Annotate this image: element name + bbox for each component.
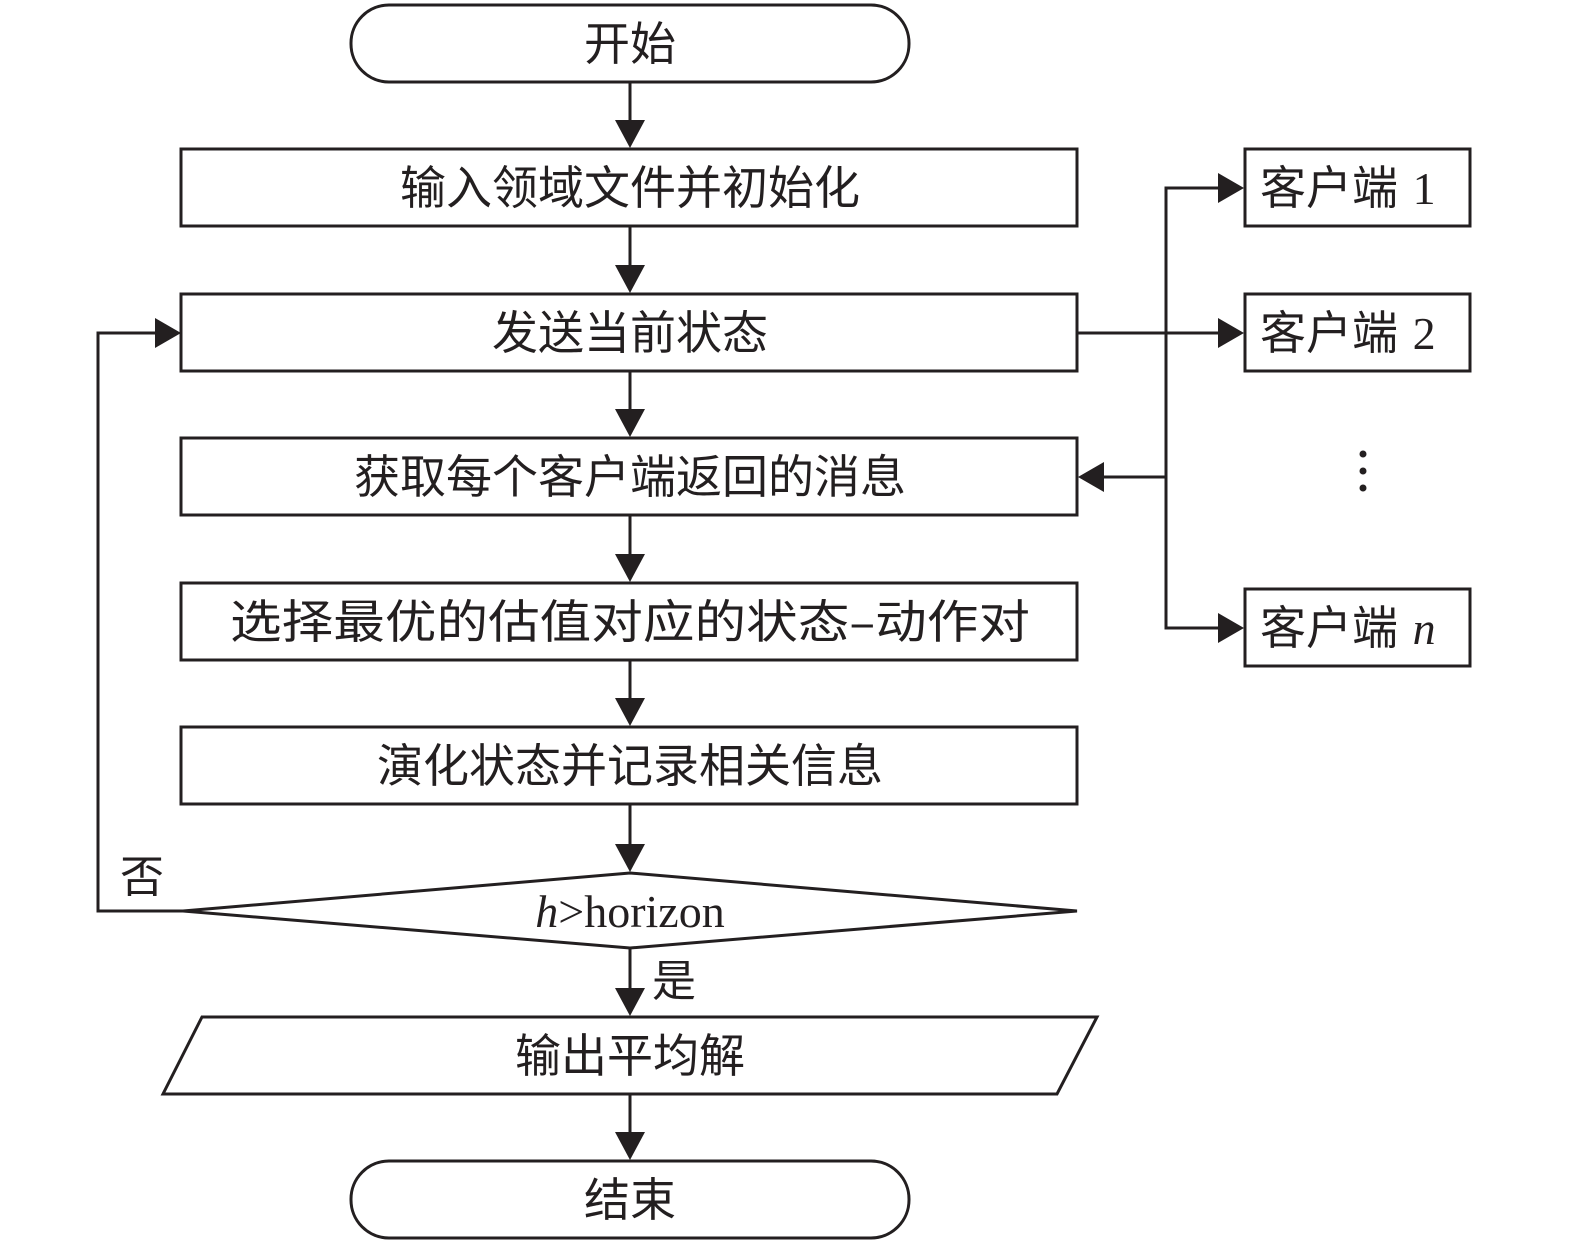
step-init: 输入领域文件并初始化 <box>179 147 1079 228</box>
output-label: 输出平均解 <box>515 1029 745 1083</box>
yes-label: 是 <box>652 956 696 1007</box>
client-prefix: 客户端 <box>1260 306 1413 360</box>
arrowhead-icon <box>615 409 645 437</box>
arrowhead-icon <box>615 1132 645 1160</box>
end-node: 结束 <box>349 1159 911 1240</box>
decision-label: h>horizon <box>535 886 724 937</box>
end-label: 结束 <box>584 1173 676 1227</box>
arrowhead-icon <box>615 554 645 582</box>
client-node: 客户端 1 <box>1243 147 1472 228</box>
step-evolve-record-label: 演化状态并记录相关信息 <box>377 739 883 793</box>
no-label: 否 <box>120 852 164 903</box>
clients-ellipsis <box>1359 450 1367 492</box>
step-select-best: 选择最优的估值对应的状态–动作对 <box>179 581 1079 662</box>
arrowhead-icon <box>155 318 181 348</box>
client-node: 客户端 n <box>1243 587 1472 668</box>
start-node: 开始 <box>349 3 911 84</box>
start-label: 开始 <box>584 17 676 71</box>
loop-back-connector <box>96 331 183 913</box>
client-index: n <box>1413 603 1436 654</box>
step-collect-messages-label: 获取每个客户端返回的消息 <box>354 450 906 504</box>
arrowhead-icon <box>1218 173 1244 203</box>
client-bus <box>1164 186 1220 630</box>
decision-horizon: h>horizon <box>182 871 1078 950</box>
step-init-label: 输入领域文件并初始化 <box>400 161 860 215</box>
client-prefix: 客户端 <box>1260 601 1413 655</box>
arrowhead-icon <box>1218 318 1244 348</box>
arrowhead-icon <box>1218 613 1244 643</box>
client-label: 客户端 1 <box>1260 161 1436 215</box>
arrowhead-icon <box>615 988 645 1016</box>
client-label: 客户端 2 <box>1260 306 1436 360</box>
client-index: 1 <box>1413 163 1436 214</box>
client-prefix: 客户端 <box>1260 161 1413 215</box>
arrowhead-icon <box>615 265 645 293</box>
step-collect-messages: 获取每个客户端返回的消息 <box>179 436 1079 517</box>
arrowhead-icon <box>615 844 645 872</box>
step-send-state-label: 发送当前状态 <box>492 306 768 360</box>
step-evolve-record: 演化状态并记录相关信息 <box>179 725 1079 806</box>
arrowhead-icon <box>1078 462 1104 492</box>
client-label: 客户端 n <box>1260 601 1436 655</box>
output-node: 输出平均解 <box>160 1015 1100 1096</box>
step-send-state: 发送当前状态 <box>179 292 1079 373</box>
client-index: 2 <box>1413 308 1436 359</box>
arrowhead-icon <box>615 120 645 148</box>
decision-condition: >horizon <box>558 886 724 937</box>
step-select-best-label: 选择最优的估值对应的状态–动作对 <box>230 595 1030 649</box>
client-node: 客户端 2 <box>1243 292 1472 373</box>
arrowhead-icon <box>615 698 645 726</box>
decision-var: h <box>535 886 558 937</box>
